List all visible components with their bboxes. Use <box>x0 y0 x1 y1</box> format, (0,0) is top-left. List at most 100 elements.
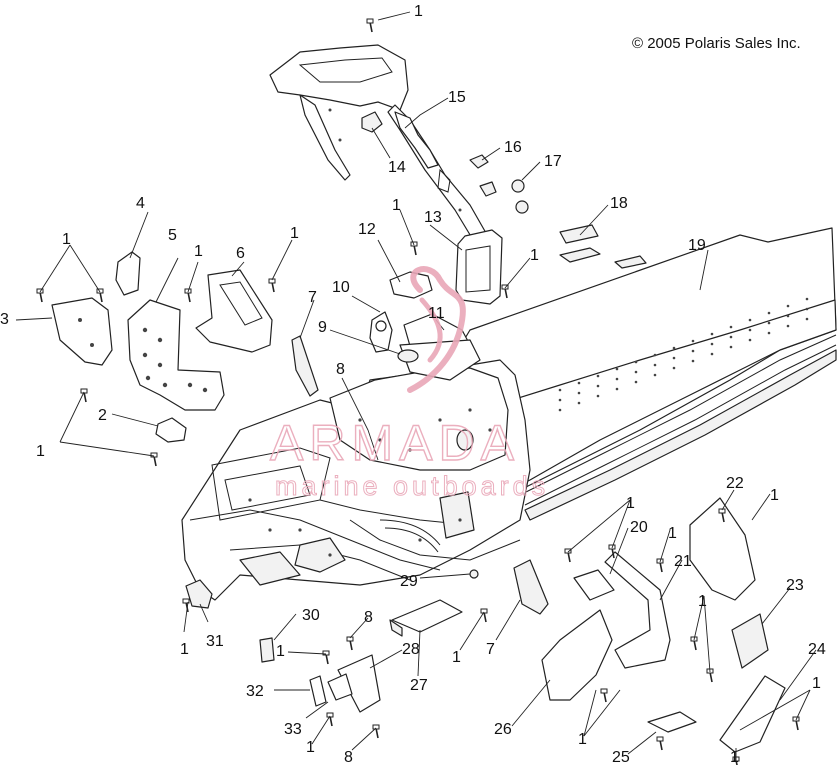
part-7-bracket-left <box>291 335 319 397</box>
callout-1-n: 1 <box>698 593 707 610</box>
callout-7-right: 7 <box>486 641 495 658</box>
bolt-icon <box>326 712 334 727</box>
callout-15: 15 <box>448 89 466 106</box>
callout-4: 4 <box>136 195 145 212</box>
part-32-bracket <box>309 675 327 707</box>
callout-1-d: 1 <box>290 225 299 242</box>
part-17-nut <box>511 179 529 214</box>
bolt-icon <box>600 688 608 703</box>
part-16-bolt <box>469 154 497 197</box>
callout-1-q: 1 <box>578 731 587 748</box>
part-6-panel <box>195 269 273 353</box>
callout-30: 30 <box>302 607 320 624</box>
callout-8-b: 8 <box>364 609 373 626</box>
callout-1-p: 1 <box>306 739 315 756</box>
part-24-plate <box>719 675 786 753</box>
bolt-icon <box>656 736 664 751</box>
callout-1-k: 1 <box>276 643 285 660</box>
part-14-clamp <box>361 111 383 133</box>
part-9-spacer <box>397 349 419 363</box>
callout-8-c: 8 <box>344 749 353 765</box>
part-20-bracket <box>573 569 615 601</box>
callout-29: 29 <box>400 573 418 590</box>
callout-7-left: 7 <box>308 289 317 306</box>
callout-1-m: 1 <box>452 649 461 666</box>
callout-10: 10 <box>332 279 350 296</box>
callout-1-e: 1 <box>392 197 401 214</box>
callout-22: 22 <box>726 475 744 492</box>
callout-1-j: 1 <box>668 525 677 542</box>
callout-3: 3 <box>0 311 9 328</box>
bolt-icon <box>150 452 158 467</box>
callout-24: 24 <box>808 641 826 658</box>
callout-8-mid: 8 <box>336 361 345 378</box>
bolt-icon <box>501 284 509 299</box>
bolt-icon <box>322 650 330 665</box>
callout-25: 25 <box>612 749 630 765</box>
watermark: ARMADA marine outboards <box>269 266 549 502</box>
callout-1-r: 1 <box>730 749 739 765</box>
callout-12: 12 <box>358 221 376 238</box>
callouts: 1 15 14 16 17 18 19 4 5 1 6 1 1 3 12 13 … <box>0 3 826 765</box>
callout-16: 16 <box>504 139 522 156</box>
watermark-tagline: marine outboards <box>275 471 549 501</box>
part-13-bracket <box>455 229 503 305</box>
part-15-steering-post <box>269 44 491 256</box>
part-3-bracket <box>51 297 113 366</box>
watermark-brand: ARMADA <box>270 415 520 471</box>
copyright-text: © 2005 Polaris Sales Inc. <box>632 35 801 52</box>
bolt-icon <box>268 278 276 293</box>
callout-13: 13 <box>424 209 442 226</box>
bolt-icon <box>36 288 44 303</box>
callout-31: 31 <box>206 633 224 650</box>
callout-14: 14 <box>388 159 406 176</box>
callout-9: 9 <box>318 319 327 336</box>
part-21-brace <box>604 551 671 669</box>
part-22-bracket <box>689 497 756 601</box>
callout-32: 32 <box>246 683 264 700</box>
bolt-icon <box>366 18 374 33</box>
part-18-decal <box>559 224 599 244</box>
bolt-icon <box>346 636 354 651</box>
callout-1-top: 1 <box>414 3 423 20</box>
callout-23: 23 <box>786 577 804 594</box>
callout-19: 19 <box>688 237 706 254</box>
part-7-bracket-right <box>513 559 549 615</box>
callout-18: 18 <box>610 195 628 212</box>
part-10-pivot <box>369 311 393 353</box>
bolt-icon <box>182 598 190 613</box>
callout-1-left: 1 <box>62 231 71 248</box>
part-33-bracket <box>327 673 353 701</box>
bolt-icon <box>718 508 726 523</box>
part-28-bracket <box>337 654 381 713</box>
callout-1-c: 1 <box>194 243 203 260</box>
callout-1-f: 1 <box>530 247 539 264</box>
part-23-cover <box>731 613 769 669</box>
callout-5: 5 <box>168 227 177 244</box>
callout-27: 27 <box>410 677 428 694</box>
part-27-plate <box>389 599 463 637</box>
bolt-icon <box>96 288 104 303</box>
part-29-bolt <box>469 569 479 579</box>
chassis-front <box>181 359 531 601</box>
callout-20: 20 <box>630 519 648 536</box>
watermark-logo-icon <box>407 266 466 393</box>
callout-6: 6 <box>236 245 245 262</box>
callout-1-g: 1 <box>36 443 45 460</box>
bolt-icon <box>480 608 488 623</box>
part-4-clip <box>115 251 141 296</box>
callout-1-l: 1 <box>180 641 189 658</box>
callout-11: 11 <box>428 305 445 322</box>
callout-17: 17 <box>544 153 562 170</box>
leader-lines <box>15 11 817 762</box>
bolt-icon <box>564 548 572 563</box>
callout-1-i: 1 <box>626 495 635 512</box>
callout-28: 28 <box>402 641 420 658</box>
part-5-plate <box>127 299 225 411</box>
callout-33: 33 <box>284 721 302 738</box>
part-26-plate <box>541 609 613 701</box>
part-30-fastener <box>259 637 275 663</box>
part-31-bumper <box>185 579 213 609</box>
callout-26: 26 <box>494 721 512 738</box>
